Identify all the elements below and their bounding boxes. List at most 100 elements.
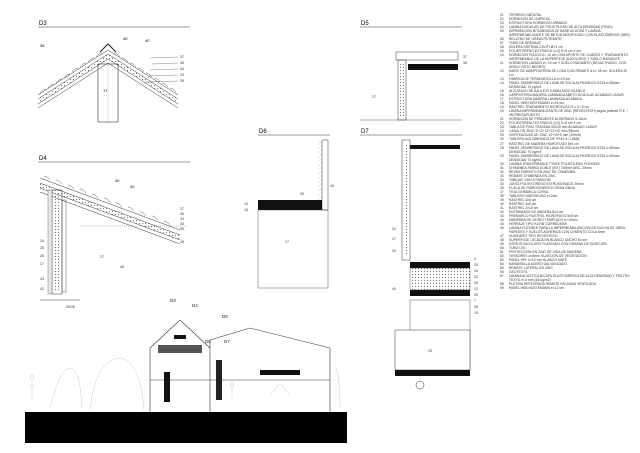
- legend-text: PREMARCO RASTREL HIDRÓFUGO 5x5 cm: [509, 213, 579, 218]
- legend-number: 36: [500, 185, 504, 190]
- callout: 36: [463, 61, 467, 65]
- callout: 35: [180, 79, 184, 83]
- callout: 40: [123, 36, 128, 41]
- callout: 43: [40, 277, 44, 281]
- legend-item: 04 LÁMINA NODULAR DE POLIETILENO DE ALTA …: [500, 25, 632, 29]
- legend-text: HORMIGÓN DE LIMPIEZA: [509, 17, 550, 22]
- legend-text: TABLA DE PINO TRATADA 90X20 mm ACABADO L…: [509, 125, 597, 130]
- legend-number: 08: [500, 45, 504, 50]
- callout: 25: [474, 281, 478, 285]
- callout: 26: [40, 246, 44, 250]
- legend-number: 34: [500, 177, 504, 182]
- legend-text: CARPINTERÍA MADERA LAMINADA ABETO DOUGLA…: [509, 93, 624, 98]
- section-mark-d3: D3: [170, 298, 176, 303]
- detail-label-d4: D4: [39, 156, 47, 162]
- legend-number: 05: [500, 29, 504, 34]
- legend-number: 37: [500, 189, 504, 194]
- legend-number: 11: [500, 61, 504, 66]
- legend-text: RELLENO DE GRAVA FILTRANTE: [509, 37, 562, 42]
- callout: 40: [115, 178, 120, 183]
- legend-text: ESTRUCTURA MADERA LAMINADA ACABADA: [509, 97, 582, 102]
- legend-text: RASTREL 4x6 cm: [509, 201, 537, 206]
- legend-number: 02: [500, 17, 504, 22]
- callout: 34: [180, 217, 184, 221]
- legend-text: JUNTA POLIESTIRENO EXTRUSIONADO 20mm: [509, 181, 584, 186]
- callout: 10: [244, 202, 248, 206]
- legend-number: 04: [500, 25, 504, 30]
- detail-d3: D3 17 38 40 40 37 36 34 33 35: [37, 21, 190, 123]
- legend-number: 46: [500, 225, 504, 230]
- callout: 25: [392, 249, 396, 253]
- callout: 4: [474, 257, 476, 261]
- legend-number: 40: [500, 201, 504, 206]
- legend-number: 10: [500, 53, 504, 58]
- legend-text: MAMPARA DE VIDRIO TEMPLADO e=10mm: [509, 217, 578, 222]
- detail-d7: D7 24 17 25 49 4 23 19 22 25 12 29 7 26 …: [360, 129, 478, 390]
- detail-label-d6: D6: [259, 129, 267, 135]
- legend-text: LÁMINA TRANSPIRABLE TYVEK POLIETILENO FL…: [509, 161, 600, 166]
- legend-number: 44: [500, 217, 504, 222]
- legend-text: LÁMINA ACÚSTICA BICAPA ELASTOMÉRICA DE A…: [509, 274, 630, 283]
- legend-number: 14: [500, 81, 504, 86]
- section-mark-d6: D6: [205, 339, 211, 344]
- legend-text: PLACA DE FIBROCEMENTO GRAN ONDA: [509, 185, 575, 190]
- legend-number: 54: [500, 261, 504, 266]
- callout: 17: [392, 237, 396, 241]
- legend-text: CANALÓN ZINC 3+12+12+12+20 mm (94mm): [509, 129, 580, 134]
- legend-number: 22: [500, 121, 504, 126]
- detail-label-d3: D3: [39, 21, 47, 27]
- legend-text: PANEL HPL e=10 mm BLANCO MATE: [509, 257, 568, 262]
- legend-number: 01: [500, 13, 504, 17]
- legend-number: 33: [500, 173, 504, 178]
- legend-text: ESPEJO INCOLORO PLATEADO CON GRAPAS DE S…: [509, 241, 607, 246]
- legend-text: PANEL SEMIRRÍGIDO DE LANA DE ROCA ALPHAR…: [509, 153, 620, 162]
- legend-text: HORMIGÓN PULIDO e= 10 cm CON APORTE DE C…: [509, 53, 628, 62]
- legend-text: TENSORES ø=8mm SUJECIÓN DE VEGETACIÓN: [509, 253, 587, 258]
- callout: 15: [474, 311, 478, 315]
- legend-number: 57: [500, 274, 504, 279]
- legend-text: RASTREL DE MADERA HIDRÓFUGO 5x5 cm: [509, 141, 579, 146]
- legend-text: LÁMINA IMPERMEABILIZANTE DE ZINC (REVEST…: [509, 109, 628, 118]
- callout: 37: [180, 55, 184, 59]
- legend-number: 50: [500, 245, 504, 250]
- callout: 22: [474, 275, 478, 279]
- legend-text: GEOTEXTIL: [509, 270, 528, 274]
- callout: 48: [180, 240, 184, 244]
- legend-number: 21: [500, 117, 504, 122]
- legend-text: REVESTIMIENTO EN ZINC DE CHIMENEA: [509, 169, 576, 174]
- legend-number: 13: [500, 77, 504, 82]
- detail-label-d7: D7: [361, 129, 369, 135]
- legend-text: REMATE LATERAL EN ZINC: [509, 265, 553, 270]
- callout: 26/26: [66, 305, 75, 309]
- legend-number: 30: [500, 161, 504, 166]
- legend-item: 49 ESPEJO INCOLORO PLATEADO CON GRAPAS DE…: [500, 242, 632, 246]
- legend-number: 45: [500, 221, 504, 226]
- legend-number: 39: [500, 197, 504, 202]
- legend-text: LÁMINA NODULAR DE POLIETILENO DE ALTA DE…: [509, 25, 613, 30]
- legend-text: TABLERO AGLOMERADO DE PINO e=1,8MM: [509, 137, 580, 142]
- legend-number: 17: [500, 97, 504, 102]
- legend-number: 49: [500, 241, 504, 246]
- callout: 49: [392, 287, 396, 291]
- legend-number: 42: [500, 209, 504, 214]
- legend-number: 58: [500, 282, 504, 287]
